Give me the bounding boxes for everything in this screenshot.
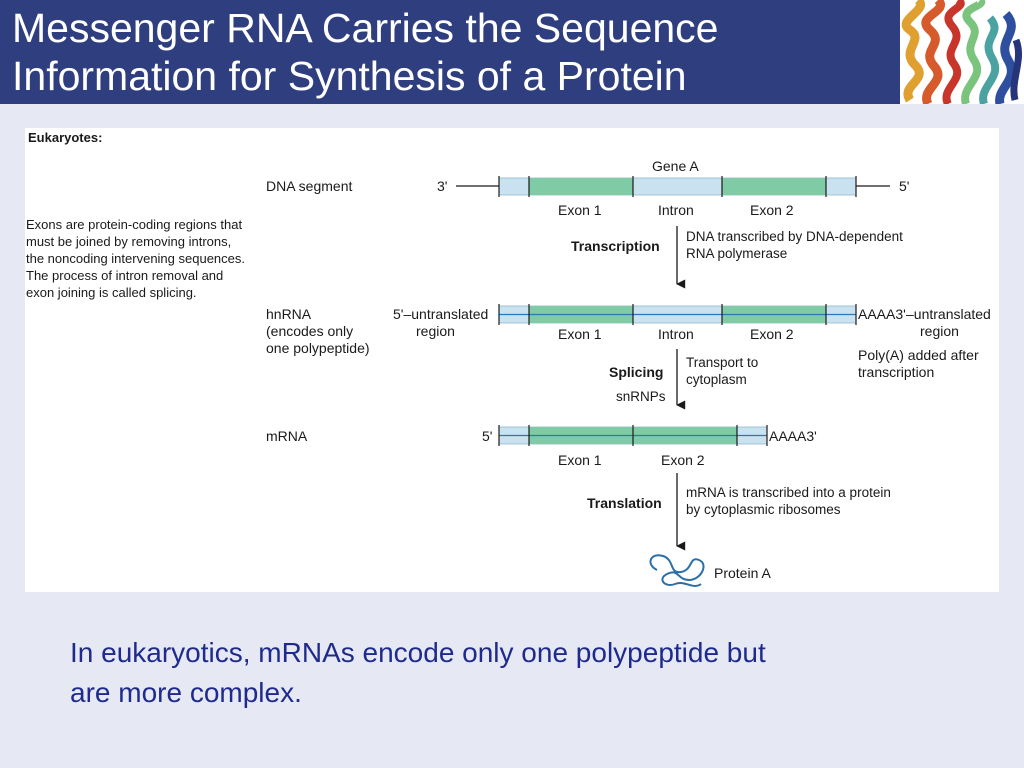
translation-step: Translation mRNA is transcribed into a p…	[587, 473, 891, 551]
hnrna-exon-2-label: Exon 2	[750, 326, 794, 342]
dna-exon-1-label: Exon 1	[558, 202, 602, 218]
translation-note-line-1: mRNA is transcribed into a protein	[686, 485, 891, 500]
dna-intron-label: Intron	[658, 202, 694, 218]
transcription-note-line-1: DNA transcribed by DNA-dependent	[686, 229, 903, 244]
note-line-4: The process of intron removal and	[26, 268, 223, 283]
title-bar: Messenger RNA Carries the Sequence Infor…	[0, 0, 900, 104]
dna-exon-2-label: Exon 2	[750, 202, 794, 218]
protein-structure-image	[900, 0, 1024, 104]
exon-intron-note: Exons are protein-coding regions that mu…	[26, 217, 245, 300]
polya-note-line-1: Poly(A) added after	[858, 347, 979, 363]
caption-line-1: In eukaryotics, mRNAs encode only one po…	[70, 637, 766, 668]
protein-ribbon-icon	[900, 0, 1024, 104]
caption-line-2: are more complex.	[70, 677, 302, 708]
hnrna-label-line-3: one polypeptide)	[266, 340, 370, 356]
polya-note-line-2: transcription	[858, 364, 934, 380]
slide-title: Messenger RNA Carries the Sequence Infor…	[12, 4, 892, 100]
transcription-label: Transcription	[571, 238, 660, 254]
dna-3prime-label: 3'	[437, 178, 447, 194]
hnrna-exon-1-label: Exon 1	[558, 326, 602, 342]
dna-exon-1	[529, 178, 633, 195]
mrna-5prime-label: 5'	[482, 428, 492, 444]
slide-title-line-2: Information for Synthesis of a Protein	[12, 53, 687, 99]
transcription-step: Transcription DNA transcribed by DNA-dep…	[571, 226, 903, 289]
dna-5prime-label: 5'	[899, 178, 909, 194]
note-line-1: Exons are protein-coding regions that	[26, 217, 242, 232]
mrna-boundary-ticks	[498, 425, 768, 446]
hnrna-3utr-label-line-1: –untranslated	[906, 306, 991, 322]
slide-caption: In eukaryotics, mRNAs encode only one po…	[70, 633, 950, 713]
transcription-note-line-2: RNA polymerase	[686, 246, 787, 261]
mrna-exon-1-label: Exon 1	[558, 452, 602, 468]
note-line-2: must be joined by removing introns,	[26, 234, 231, 249]
mrna-exon-2-label: Exon 2	[661, 452, 705, 468]
splicing-note-line-1: Transport to	[686, 355, 758, 370]
mrna-label: mRNA	[266, 428, 308, 444]
dna-boundary-ticks	[498, 176, 857, 197]
hnrna-boundary-ticks	[498, 304, 857, 325]
dna-segment-label: DNA segment	[266, 178, 352, 194]
protein-a: Protein A	[649, 554, 771, 587]
snrnps-label: snRNPs	[616, 389, 666, 404]
protein-coil-icon	[649, 554, 705, 587]
dna-exon-2	[722, 178, 826, 195]
hnrna-polya-tail: AAAA3'	[858, 306, 906, 322]
note-line-3: the noncoding intervening sequences.	[26, 251, 245, 266]
note-line-5: exon joining is called splicing.	[26, 285, 197, 300]
hnrna-diagram: hnRNA (encodes only one polypeptide) 5'–…	[266, 304, 991, 380]
mrna-diagram: mRNA 5' AAAA3' Exon 1 Exon 2	[266, 425, 817, 468]
hnrna-5utr-label-line-2: region	[416, 323, 455, 339]
hnrna-3utr-label-line-2: region	[920, 323, 959, 339]
hnrna-label-line-2: (encodes only	[266, 323, 353, 339]
slide-title-line-1: Messenger RNA Carries the Sequence	[12, 5, 719, 51]
splicing-label: Splicing	[609, 364, 663, 380]
splicing-note-line-2: cytoplasm	[686, 372, 747, 387]
translation-label: Translation	[587, 495, 662, 511]
hnrna-5utr-label-line-1: 5'–untranslated	[393, 306, 488, 322]
mrna-processing-figure: Eukaryotes: Exons are protein-coding reg…	[25, 128, 999, 592]
translation-note-line-2: by cytoplasmic ribosomes	[686, 502, 841, 517]
protein-label: Protein A	[714, 565, 771, 581]
mrna-polya-tail: AAAA3'	[769, 428, 817, 444]
gene-a-label: Gene A	[652, 158, 699, 174]
hnrna-label-line-1: hnRNA	[266, 306, 312, 322]
dna-segment-diagram: DNA segment Gene A 3' 5' Exon 1 Intron E…	[266, 158, 909, 218]
hnrna-intron-label: Intron	[658, 326, 694, 342]
figure-heading: Eukaryotes:	[28, 130, 102, 145]
splicing-step: Splicing Transport to cytoplasm snRNPs	[609, 349, 758, 410]
